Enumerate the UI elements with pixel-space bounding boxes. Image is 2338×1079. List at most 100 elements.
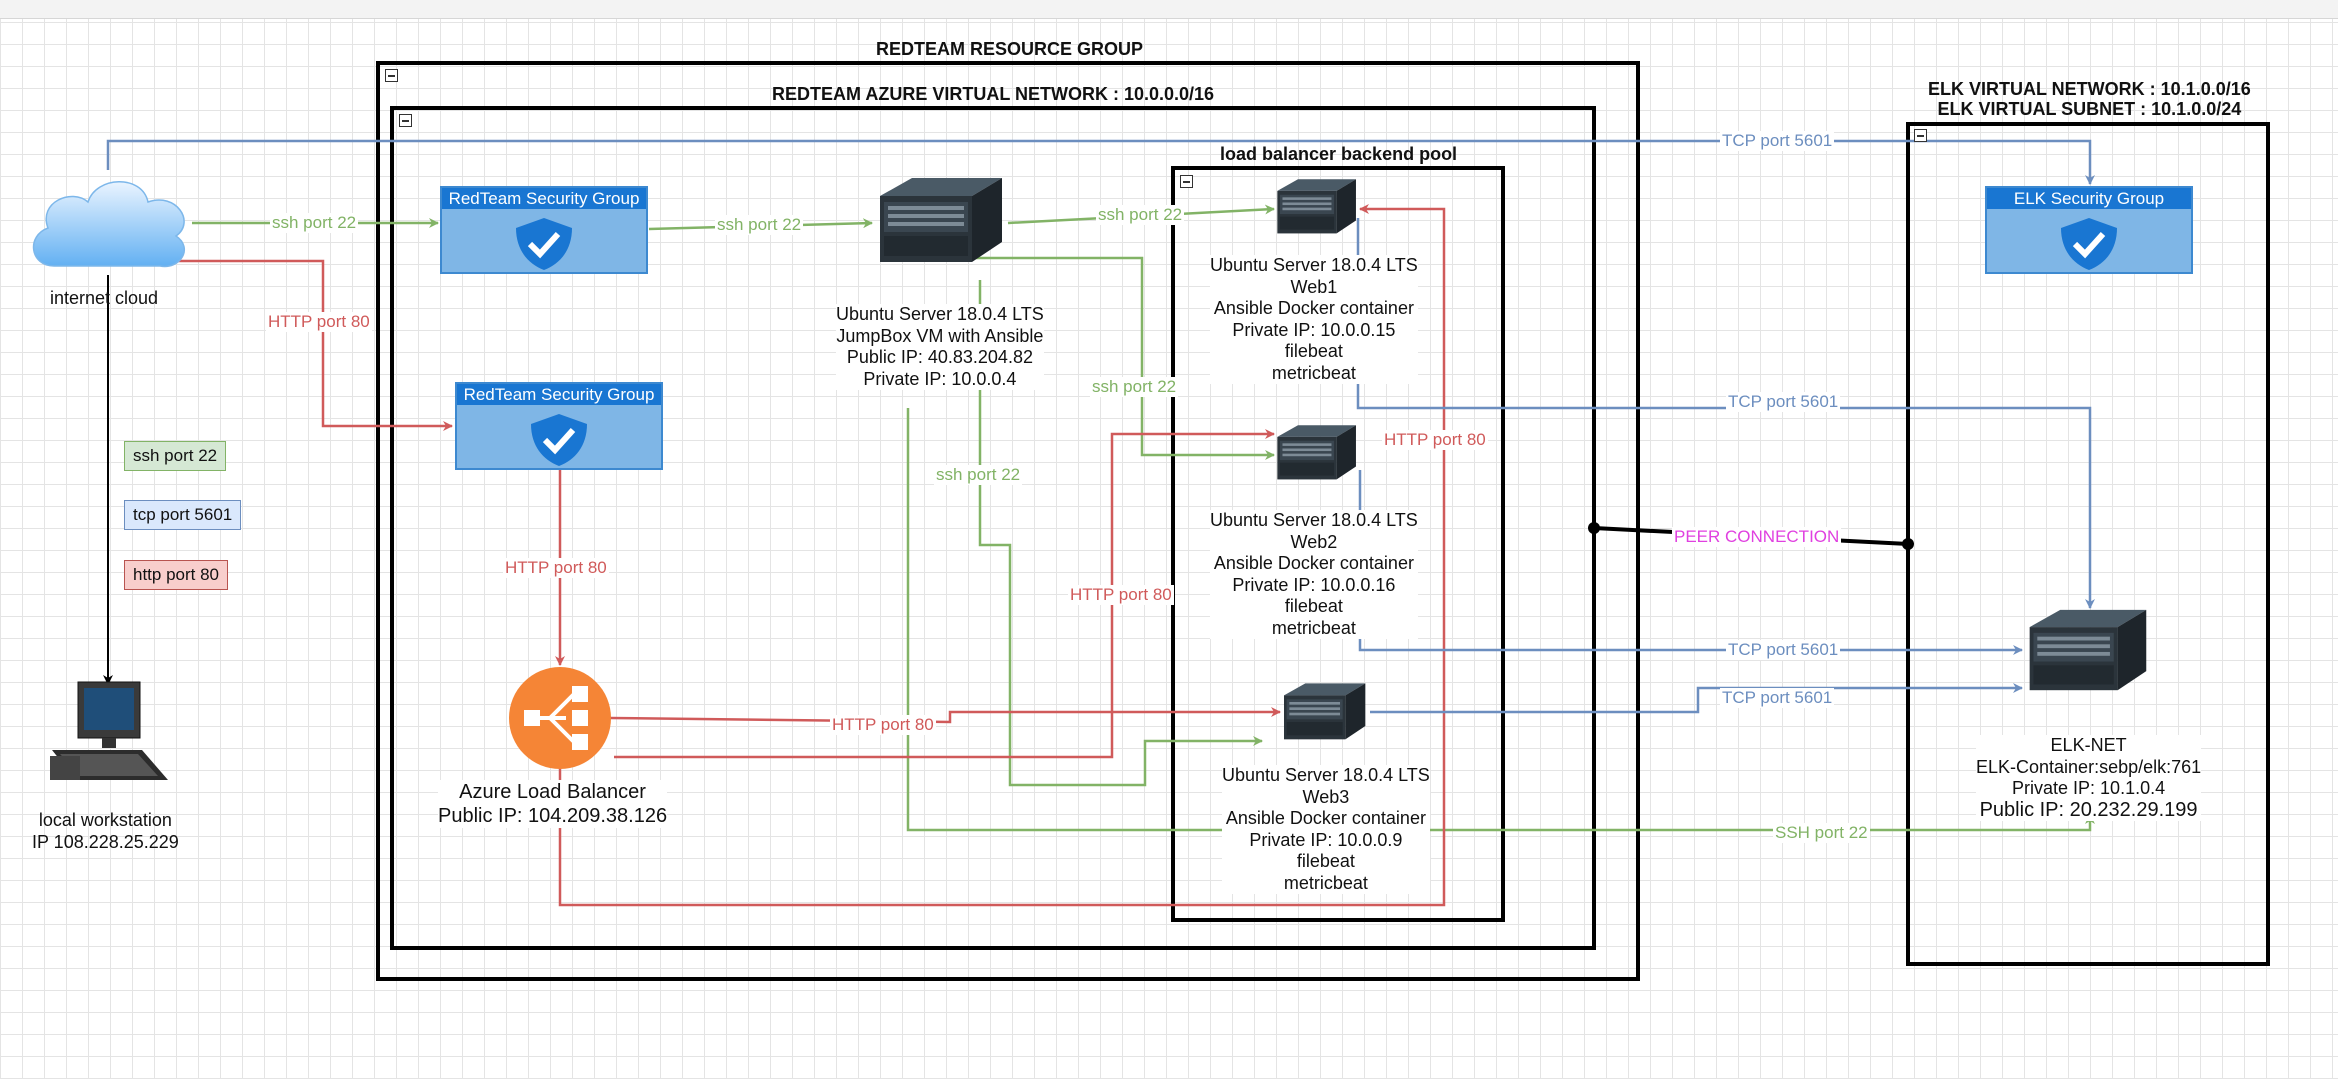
edge-label-web1-to-elk: TCP port 5601: [1726, 392, 1841, 412]
legend-ssh: ssh port 22: [124, 441, 227, 471]
backend-pool-collapse-button[interactable]: [1180, 175, 1193, 188]
security-group-http[interactable]: RedTeam Security Group: [455, 382, 663, 470]
workstation-icon[interactable]: [46, 680, 170, 794]
jumpbox-label: Ubuntu Server 18.0.4 LTS JumpBox VM with…: [836, 304, 1044, 390]
security-group-ssh-title: RedTeam Security Group: [442, 188, 646, 209]
elk-server-icon[interactable]: [2022, 606, 2152, 696]
web3-line4: Private IP: 10.0.0.9: [1249, 829, 1403, 850]
load-balancer-icon[interactable]: [508, 666, 612, 770]
web3-label: Ubuntu Server 18.0.4 LTS Web3 Ansible Do…: [1222, 765, 1430, 894]
web1-line3: Ansible Docker container: [1213, 298, 1414, 318]
web1-label: Ubuntu Server 18.0.4 LTS Web1 Ansible Do…: [1210, 255, 1418, 384]
web3-line2: Web3: [1302, 786, 1350, 807]
edge-label-web2-to-elk: TCP port 5601: [1726, 640, 1841, 660]
peer-endpoint-left: [1588, 522, 1600, 534]
edge-label-sg-to-lb: HTTP port 80: [503, 558, 609, 578]
web1-line4: Private IP: 10.0.0.15: [1232, 319, 1396, 340]
web2-line1: Ubuntu Server 18.0.4 LTS: [1210, 510, 1418, 530]
peer-endpoint-right: [1902, 538, 1914, 550]
cloud-icon[interactable]: [24, 170, 192, 276]
web3-server-icon[interactable]: [1278, 682, 1370, 742]
web2-line6: metricbeat: [1271, 617, 1356, 638]
web3-line3: Ansible Docker container: [1225, 808, 1426, 828]
web1-server-icon[interactable]: [1272, 178, 1360, 236]
edge-label-cloud-to-sg-http: HTTP port 80: [266, 312, 372, 332]
jumpbox-server-icon[interactable]: [872, 176, 1008, 266]
shield-check-icon: [531, 414, 587, 466]
edge-lb-to-web1[interactable]: [558, 204, 1446, 907]
top-toolbar-strip: [0, 0, 2338, 19]
edge-label-lb-to-web1: HTTP port 80: [1382, 430, 1488, 450]
edge-cloud-to-elk[interactable]: [106, 139, 2095, 185]
elk-label: ELK-NET ELK-Container:sebp/elk:761 Priva…: [1976, 735, 2202, 821]
jumpbox-line1: Ubuntu Server 18.0.4 LTS: [836, 304, 1044, 324]
load-balancer-label: Azure Load Balancer Public IP: 104.209.3…: [438, 780, 668, 828]
jumpbox-line2: JumpBox VM with Ansible: [836, 325, 1044, 346]
web3-line1: Ubuntu Server 18.0.4 LTS: [1222, 765, 1430, 785]
security-group-http-title: RedTeam Security Group: [457, 384, 661, 405]
edge-web1-to-elk[interactable]: [1356, 218, 2095, 609]
jumpbox-line3: Public IP: 40.83.204.82: [846, 347, 1033, 367]
web1-line1: Ubuntu Server 18.0.4 LTS: [1210, 255, 1418, 275]
resource-group-title: REDTEAM RESOURCE GROUP: [876, 39, 1144, 59]
edge-label-web3-to-elk: TCP port 5601: [1720, 688, 1835, 708]
web2-line5: filebeat: [1284, 596, 1343, 616]
resource-group-collapse-button[interactable]: [385, 69, 398, 82]
backend-pool-title: load balancer backend pool: [1220, 144, 1458, 164]
edge-label-cloud-to-elk: TCP port 5601: [1720, 131, 1835, 151]
local-workstation-line1: local workstation: [38, 810, 172, 830]
edge-jumpbox-to-elk[interactable]: [906, 408, 2095, 832]
elk-line2: ELK-Container:sebp/elk:761: [1976, 756, 2202, 777]
shield-check-icon: [516, 218, 572, 270]
edge-label-lb-to-web2: HTTP port 80: [1068, 585, 1174, 605]
edge-lb-to-web3[interactable]: [609, 707, 1281, 724]
elk-vnet-collapse-button[interactable]: [1914, 129, 1927, 142]
web2-line3: Ansible Docker container: [1213, 553, 1414, 573]
legend-http: http port 80: [124, 560, 229, 590]
elk-vnet-title-line2: ELK VIRTUAL SUBNET : 10.1.0.0/24: [1937, 99, 2242, 119]
web3-line5: filebeat: [1296, 851, 1355, 871]
web3-line6: metricbeat: [1283, 872, 1368, 893]
edge-cloud-to-sg-http[interactable]: [168, 259, 453, 431]
edge-jumpbox-to-web2[interactable]: [958, 256, 1275, 460]
security-group-elk[interactable]: ELK Security Group: [1985, 186, 2193, 274]
edge-label-jumpbox-to-web1: ssh port 22: [1096, 205, 1185, 225]
edge-label-jumpbox-to-web2: ssh port 22: [1090, 377, 1179, 397]
local-workstation-line2: IP 108.228.25.229: [32, 831, 179, 852]
elk-vnet-title: ELK VIRTUAL NETWORK : 10.1.0.0/16 ELK VI…: [1928, 79, 2251, 119]
edge-label-jumpbox-to-elk: SSH port 22: [1773, 823, 1870, 843]
load-balancer-line2: Public IP: 104.209.38.126: [438, 805, 668, 827]
web1-line2: Web1: [1290, 276, 1338, 297]
jumpbox-line4: Private IP: 10.0.0.4: [863, 368, 1017, 389]
web2-line2: Web2: [1290, 531, 1338, 552]
edge-label-peer-connection: PEER CONNECTION: [1672, 527, 1842, 547]
edge-label-cloud-to-sg-ssh: ssh port 22: [270, 213, 359, 233]
elk-line3: Private IP: 10.1.0.4: [2012, 778, 2166, 798]
backend-pool-box[interactable]: [1171, 166, 1505, 922]
elk-line1: ELK-NET: [2050, 735, 2127, 755]
edge-web3-to-elk[interactable]: [1370, 683, 2023, 714]
edge-label-sg-to-jumpbox: ssh port 22: [715, 215, 804, 235]
vnet-collapse-button[interactable]: [399, 114, 412, 127]
web2-line4: Private IP: 10.0.0.16: [1232, 574, 1396, 595]
edge-label-jumpbox-to-web3: ssh port 22: [934, 465, 1023, 485]
edge-jumpbox-to-web3[interactable]: [978, 280, 1263, 787]
shield-check-icon: [2061, 218, 2117, 270]
elk-line4: Public IP: 20.232.29.199: [1979, 798, 2198, 821]
local-workstation-label: local workstation IP 108.228.25.229: [32, 810, 179, 853]
web2-label: Ubuntu Server 18.0.4 LTS Web2 Ansible Do…: [1210, 510, 1418, 639]
security-group-elk-title: ELK Security Group: [1987, 188, 2191, 209]
edge-web2-to-elk[interactable]: [1358, 470, 2023, 655]
azure-vnet-title: REDTEAM AZURE VIRTUAL NETWORK : 10.0.0.0…: [772, 84, 1215, 104]
resource-group-box[interactable]: [376, 61, 1640, 981]
internet-cloud-label: internet cloud: [50, 288, 159, 308]
legend-tcp: tcp port 5601: [124, 500, 242, 530]
edge-label-lb-to-web3: HTTP port 80: [830, 715, 936, 735]
security-group-ssh[interactable]: RedTeam Security Group: [440, 186, 648, 274]
elk-vnet-title-line1: ELK VIRTUAL NETWORK : 10.1.0.0/16: [1928, 79, 2251, 99]
web2-server-icon[interactable]: [1272, 424, 1360, 482]
web1-line5: filebeat: [1284, 341, 1343, 361]
load-balancer-line1: Azure Load Balancer: [459, 781, 646, 803]
web1-line6: metricbeat: [1271, 362, 1356, 383]
